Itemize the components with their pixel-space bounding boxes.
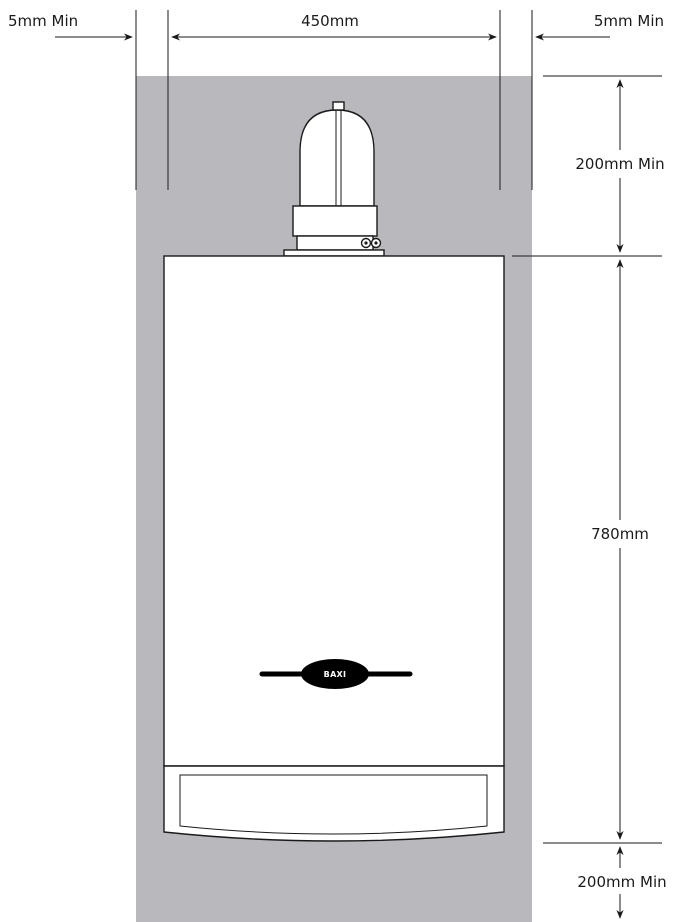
top-clearance-dimension: 200mm Min bbox=[575, 79, 665, 253]
left-clearance-label: 5mm Min bbox=[8, 12, 78, 30]
left-clearance-dimension: 5mm Min bbox=[8, 12, 133, 41]
boiler-height-label: 780mm bbox=[591, 525, 649, 543]
right-clearance-label: 5mm Min bbox=[594, 12, 664, 30]
logo-text: BAXI bbox=[324, 670, 347, 679]
right-clearance-dimension: 5mm Min bbox=[535, 12, 664, 41]
height-dimension: 780mm bbox=[591, 259, 649, 840]
bottom-clearance-label: 200mm Min bbox=[577, 873, 666, 891]
flue-terminal bbox=[283, 101, 385, 257]
boiler-width-label: 450mm bbox=[301, 12, 359, 30]
horizontal-extension-lines bbox=[512, 75, 662, 844]
width-dimension: 450mm bbox=[171, 12, 497, 41]
bottom-clearance-dimension: 200mm Min bbox=[577, 846, 667, 919]
boiler-body bbox=[163, 255, 505, 842]
baxi-logo: BAXI bbox=[259, 659, 413, 689]
vertical-extension-lines bbox=[135, 10, 533, 190]
top-clearance-label: 200mm Min bbox=[575, 155, 664, 173]
